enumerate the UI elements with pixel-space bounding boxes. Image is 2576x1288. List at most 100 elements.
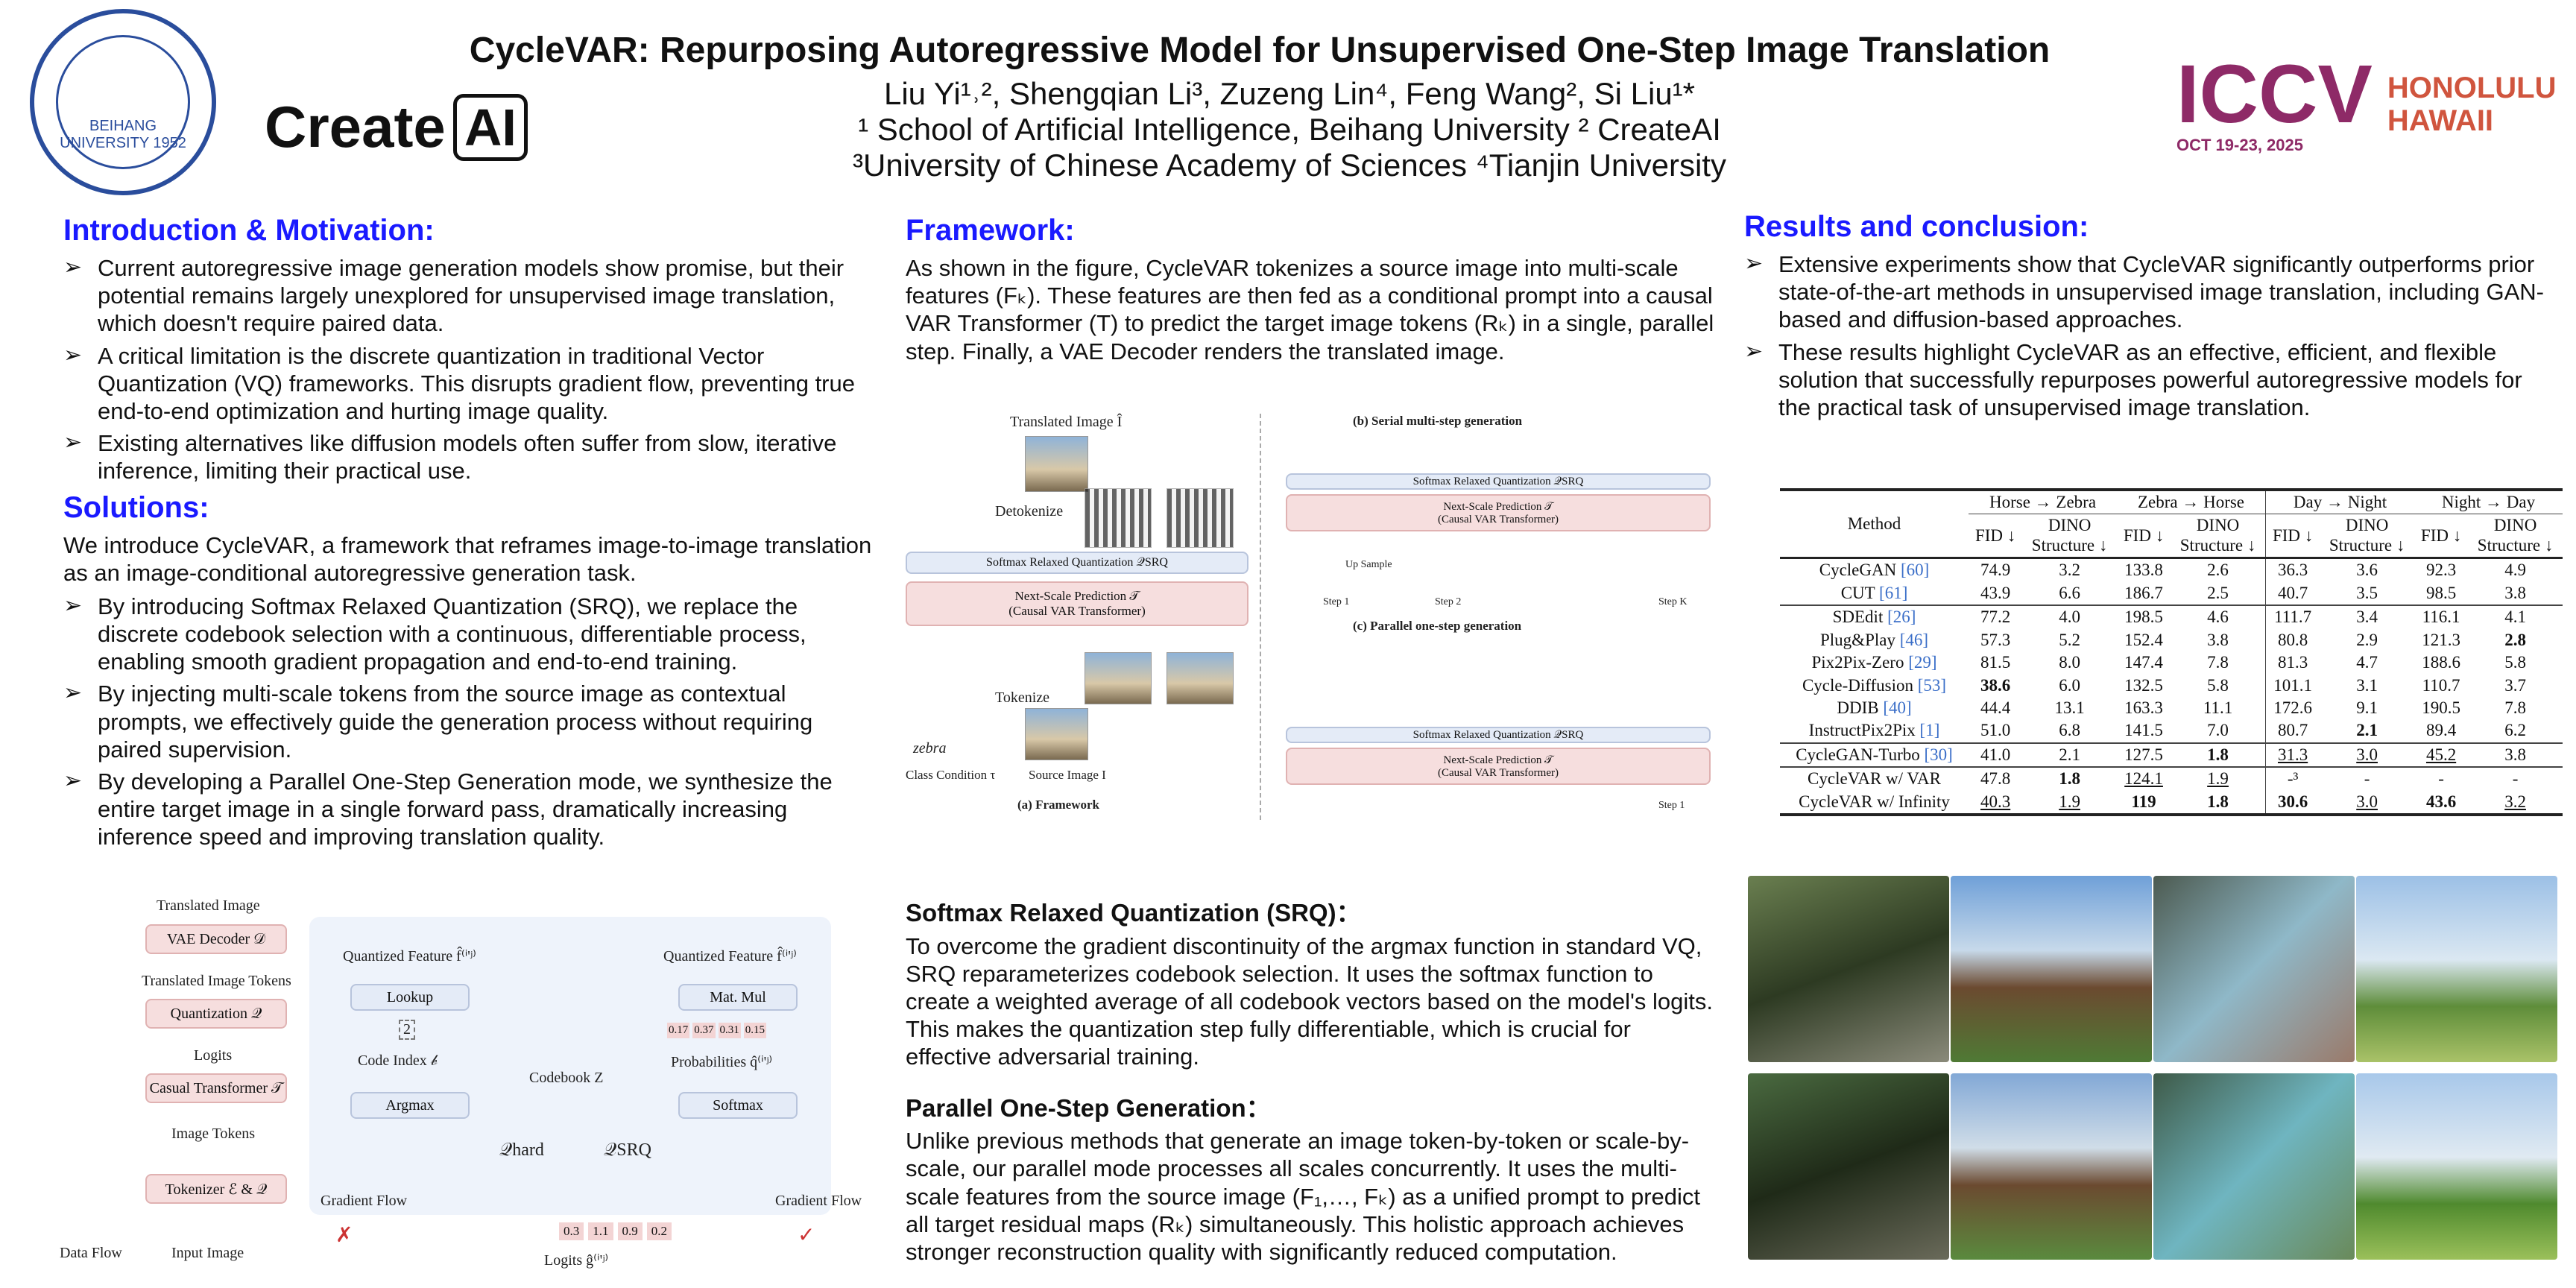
value-cell: 44.4	[1980, 698, 2011, 717]
value-cell: 3.5	[2356, 583, 2378, 602]
citation-link[interactable]: [61]	[1879, 583, 1908, 602]
method-cell: Plug&Play [46]	[1780, 629, 1969, 651]
value-cell: 6.8	[2059, 721, 2080, 740]
value-cell: -	[2438, 769, 2444, 789]
value-cell: 188.6	[2422, 653, 2460, 672]
nsp-sub: (Causal VAR Transformer)	[1438, 766, 1559, 779]
logit-value: 0.3	[559, 1222, 584, 1240]
value-cell: 89.4	[2425, 721, 2457, 740]
fig-label: Tokenize	[995, 689, 1050, 706]
value-cell: 121.3	[2422, 630, 2460, 649]
fig-label: Codebook Z	[529, 1070, 604, 1086]
nsp-sub: (Causal VAR Transformer)	[1008, 604, 1146, 618]
logit-value: 0.9	[617, 1222, 643, 1240]
value-cell: 2.1	[2356, 721, 2378, 740]
citation-link[interactable]: [29]	[1908, 653, 1937, 672]
value-cell: 172.6	[2265, 696, 2320, 720]
matmul-box: Mat. Mul	[678, 984, 798, 1011]
col-method: Method	[1847, 514, 1901, 533]
middle-lower: Softmax Relaxed Quantization (SRQ)： To o…	[906, 898, 1718, 1272]
col-fid: FID ↓	[1974, 525, 2016, 545]
value-cell: 132.5	[2124, 675, 2163, 695]
citation-link[interactable]: [53]	[1917, 675, 1947, 695]
citation-link[interactable]: [30]	[1924, 745, 1953, 764]
method-cell: CycleGAN-Turbo [30]	[1780, 743, 1969, 767]
value-cell: 41.0	[1980, 745, 2011, 764]
beihang-logo-text: BEIHANG UNIVERSITY 1952	[56, 35, 190, 169]
method-name: CycleVAR w/ Infinity	[1799, 792, 1950, 811]
softmax-box: Softmax	[678, 1092, 798, 1119]
citation-link[interactable]: [60]	[1900, 561, 1930, 580]
fig-label: Source Image I	[1029, 768, 1106, 782]
results-table-wrap: Method Horse → Zebra Zebra → Horse Day →…	[1780, 488, 2563, 816]
value-cell: 152.4	[2124, 630, 2163, 649]
lookup-box: Lookup	[350, 984, 470, 1011]
value-cell: 7.0	[2207, 721, 2229, 740]
value-cell: 81.3	[2265, 651, 2320, 675]
citation-link[interactable]: [46]	[1899, 630, 1929, 649]
value-cell: 4.7	[2356, 653, 2378, 672]
fig-label: Translated Image Î	[1010, 414, 1123, 430]
value-cell: 1.9	[2207, 769, 2229, 789]
value-cell: 1.9	[2059, 792, 2080, 811]
value-cell: 3.6	[2356, 561, 2378, 580]
value-cell: 3.8	[2504, 583, 2526, 602]
poster-title: CycleVAR: Repurposing Autoregressive Mod…	[469, 31, 2051, 70]
fig-label: Logits ĝ⁽ⁱ'ʲ⁾	[544, 1252, 609, 1269]
fig-label: Data Flow	[60, 1245, 122, 1261]
srq-figure: Translated Image VAE Decoder 𝒟 Translate…	[60, 894, 887, 1282]
value-cell: 36.3	[2265, 558, 2320, 582]
citation-link[interactable]: [1]	[1919, 721, 1940, 740]
value-cell: 119	[2131, 792, 2156, 811]
method-name: Pix2Pix-Zero	[1811, 653, 1904, 672]
dino-label: DINO	[2345, 516, 2389, 535]
srq-text: To overcome the gradient discontinuity o…	[906, 932, 1713, 1070]
authors: Liu Yi¹˒², Shengqian Li³, Zuzeng Lin⁴, F…	[883, 76, 1696, 111]
value-cell: 3.2	[2059, 561, 2080, 580]
value-cell: 124.1	[2124, 769, 2163, 789]
value-cell: 8.0	[2059, 653, 2080, 672]
method-cell: CUT [61]	[1780, 582, 1969, 605]
method-cell: Pix2Pix-Zero [29]	[1780, 651, 1969, 674]
method-name: SDEdit	[1832, 607, 1884, 627]
solutions-list: By introducing Softmax Relaxed Quantizat…	[63, 593, 880, 851]
fig-label: Input Image	[171, 1245, 244, 1261]
nsp-sub: (Causal VAR Transformer)	[1438, 513, 1559, 525]
value-cell: 3.8	[2504, 745, 2526, 764]
fig-label: Translated Image	[157, 897, 260, 914]
dino-label: DINO	[2493, 516, 2537, 535]
check-icon: ✓	[798, 1224, 815, 1247]
value-cell: 43.9	[1980, 583, 2011, 602]
results-bullet: Extensive experiments show that CycleVAR…	[1744, 250, 2557, 334]
value-cell: 81.5	[1980, 653, 2011, 672]
value-cell: 57.3	[1980, 630, 2011, 649]
value-cell: -	[2364, 769, 2370, 789]
citation-link[interactable]: [40]	[1883, 698, 1912, 717]
value-cell: 186.7	[2124, 583, 2163, 602]
nsp-box: Next-Scale Prediction 𝒯(Causal VAR Trans…	[906, 581, 1248, 626]
col-task: Night → Day	[2414, 490, 2563, 515]
fig-label: Quantized Feature f̂⁽ⁱ'ʲ⁾	[343, 948, 476, 965]
framework-heading: Framework:	[906, 214, 1075, 247]
createai-logo-box: AI	[452, 93, 528, 161]
citation-link[interactable]: [26]	[1887, 607, 1916, 627]
value-cell: -	[2512, 769, 2519, 789]
logit-value: 0.2	[646, 1222, 672, 1240]
value-cell: 5.2	[2059, 630, 2080, 649]
divider	[1260, 414, 1261, 820]
results-list: Extensive experiments show that CycleVAR…	[1744, 250, 2557, 421]
caption-a: (a) Framework	[1017, 798, 1099, 812]
value-cell: 6.0	[2059, 675, 2080, 695]
dino-sub: Structure ↓	[2031, 535, 2108, 555]
zebra-thumb	[1167, 488, 1234, 548]
nsp-label: Next-Scale Prediction 𝒯	[1443, 754, 1553, 766]
value-cell: 74.9	[1980, 561, 2011, 580]
